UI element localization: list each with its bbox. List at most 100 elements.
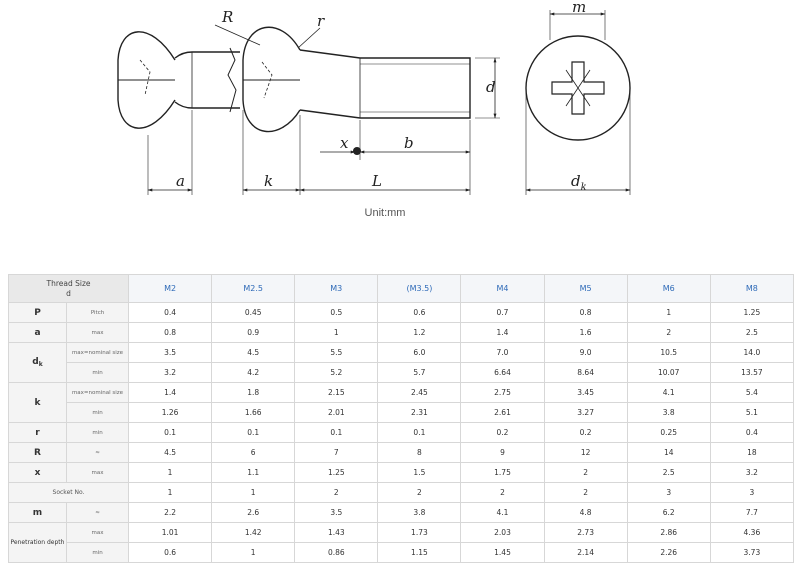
row-symbol: x [8, 462, 67, 483]
label-R: R [221, 8, 233, 26]
table-cell: 4.36 [709, 522, 795, 543]
row-symbol-text: d [32, 357, 39, 367]
label-r: r [317, 12, 325, 30]
label-dk: dk [571, 172, 587, 193]
table-cell: 2.61 [460, 402, 545, 423]
row-symbol: dk [8, 342, 67, 383]
phillips-recess [551, 61, 605, 115]
table-cell: 5.4 [709, 382, 795, 403]
table-cell: 1.5 [377, 462, 462, 483]
table-cell: 3.5 [128, 342, 213, 363]
table-cell: 1.4 [128, 382, 213, 403]
table-cell: 0.2 [460, 422, 545, 443]
technical-drawing: R r m d x b a k L dk Unit:mm [117, 0, 631, 219]
column-header: M2 [128, 274, 213, 303]
table-cell: 1.25 [294, 462, 379, 483]
label-d: d [486, 78, 496, 96]
table-cell: 2.15 [294, 382, 379, 403]
table-cell: 2 [460, 482, 545, 503]
table-cell: 14 [626, 442, 711, 463]
row-symbol: Penetration depth [8, 522, 67, 563]
table-cell: 0.1 [211, 422, 296, 443]
column-header: M5 [543, 274, 628, 303]
row-symbol-text: x [34, 467, 41, 478]
column-header: (M3.5) [377, 274, 462, 303]
table-cell: 0.2 [543, 422, 628, 443]
row-qualifier: min [65, 362, 130, 383]
thread-size-label: Thread Size [46, 278, 91, 288]
table-cell: 1.8 [211, 382, 296, 403]
table-cell: 1.43 [294, 522, 379, 543]
table-cell: 1 [626, 302, 711, 323]
row-symbol-text: a [34, 327, 41, 338]
label-L: L [371, 172, 382, 190]
table-cell: 2 [626, 322, 711, 343]
row-qualifier: min [65, 402, 130, 423]
table-cell: 5.5 [294, 342, 379, 363]
screw-head-right [242, 26, 301, 133]
table-cell: 2.45 [377, 382, 462, 403]
table-cell: 1.75 [460, 462, 545, 483]
row-symbol-text: Penetration depth [10, 539, 65, 546]
row-symbol-text: r [35, 427, 40, 438]
table-cell: 3 [709, 482, 795, 503]
table-cell: 1 [128, 482, 213, 503]
table-cell: 0.8 [543, 302, 628, 323]
table-cell: 0.1 [128, 422, 213, 443]
screw-thread [299, 49, 471, 119]
table-cell: 0.7 [460, 302, 545, 323]
table-cell: 1.01 [128, 522, 213, 543]
table-cell: 2.2 [128, 502, 213, 523]
table-cell: 7.0 [460, 342, 545, 363]
table-cell: 3.5 [294, 502, 379, 523]
row-qualifier: ≈ [65, 502, 130, 523]
row-symbol-text: P [34, 307, 41, 318]
table-cell: 7.7 [709, 502, 795, 523]
table-cell: 18 [709, 442, 795, 463]
table-cell: 6.2 [626, 502, 711, 523]
table-cell: 5.1 [709, 402, 795, 423]
row-symbol: a [8, 322, 67, 343]
row-symbol: r [8, 422, 67, 443]
row-symbol-text: R [34, 447, 41, 458]
table-cell: 9.0 [543, 342, 628, 363]
column-header: M6 [626, 274, 711, 303]
row-qualifier: max [65, 522, 130, 543]
table-cell: 2.75 [460, 382, 545, 403]
row-qualifier: max=nominal size [65, 342, 130, 363]
table-cell: 14.0 [709, 342, 795, 363]
label-m: m [572, 0, 586, 16]
table-cell: 1.4 [460, 322, 545, 343]
table-cell: 0.8 [128, 322, 213, 343]
table-cell: 0.4 [128, 302, 213, 323]
table-cell: 4.5 [128, 442, 213, 463]
table-cell: 4.8 [543, 502, 628, 523]
unit-label: Unit:mm [365, 207, 406, 219]
table-cell: 6 [211, 442, 296, 463]
table-cell: 1.1 [211, 462, 296, 483]
table-cell: 3 [626, 482, 711, 503]
table-cell: 0.25 [626, 422, 711, 443]
table-cell: 0.4 [709, 422, 795, 443]
row-symbol-subscript: k [38, 361, 43, 368]
table-cell: 2.5 [709, 322, 795, 343]
row-qualifier: max=nominal size [65, 382, 130, 403]
table-cell: 8 [377, 442, 462, 463]
table-cell: 1 [128, 462, 213, 483]
table-cell: 2.5 [626, 462, 711, 483]
table-cell: 2.01 [294, 402, 379, 423]
table-cell: 2 [543, 462, 628, 483]
table-cell: 2.03 [460, 522, 545, 543]
table-cell: 0.9 [211, 322, 296, 343]
